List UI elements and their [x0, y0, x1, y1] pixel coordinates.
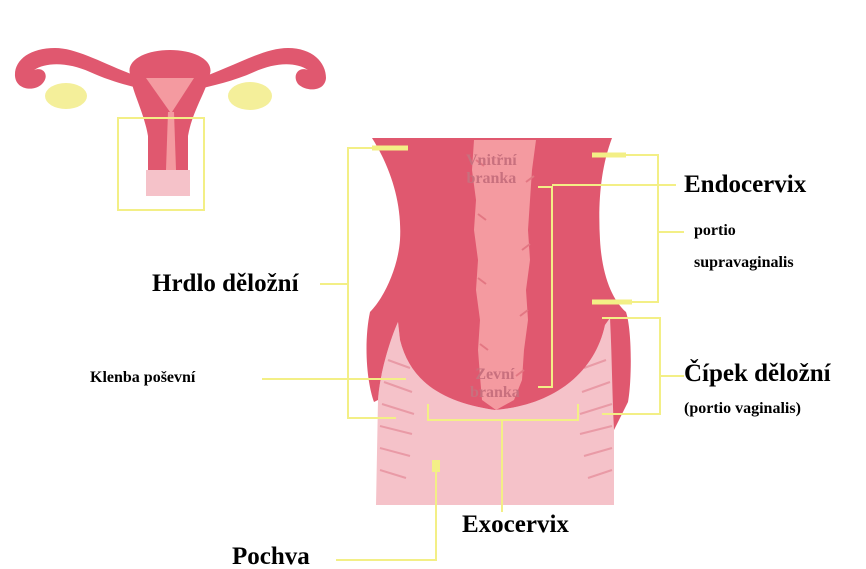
zevni-line2: branka	[470, 384, 520, 402]
pochva-marker	[432, 460, 440, 472]
label-portio-vaginalis: (portio vaginalis)	[684, 401, 801, 417]
zevni-branka-label: Zevní branka	[470, 366, 520, 403]
cervix-detail	[367, 138, 631, 505]
label-pochva: Pochva	[232, 544, 310, 569]
label-portio-supra-line1: portio	[694, 223, 736, 239]
uterus-thumbnail	[15, 48, 326, 210]
label-exocervix: Exocervix	[462, 512, 569, 537]
thumbnail-vagina	[146, 170, 190, 196]
vnitrni-line2: branka	[466, 170, 517, 188]
left-fallopian-tube	[15, 48, 148, 90]
label-hrdlo: Hrdlo děložní	[152, 271, 299, 296]
label-portio-supra-line2: supravaginalis	[694, 255, 794, 271]
vnitrni-line1: Vnitřní	[466, 152, 517, 170]
label-klenba: Klenba poševní	[90, 370, 195, 386]
vnitrni-branka-label: Vnitřní branka	[466, 152, 517, 189]
label-cipek: Čípek děložní	[684, 361, 831, 386]
label-endocervix: Endocervix	[684, 172, 806, 197]
left-ovary	[45, 83, 87, 109]
right-ovary	[228, 82, 272, 110]
zevni-line1: Zevní	[470, 366, 520, 384]
